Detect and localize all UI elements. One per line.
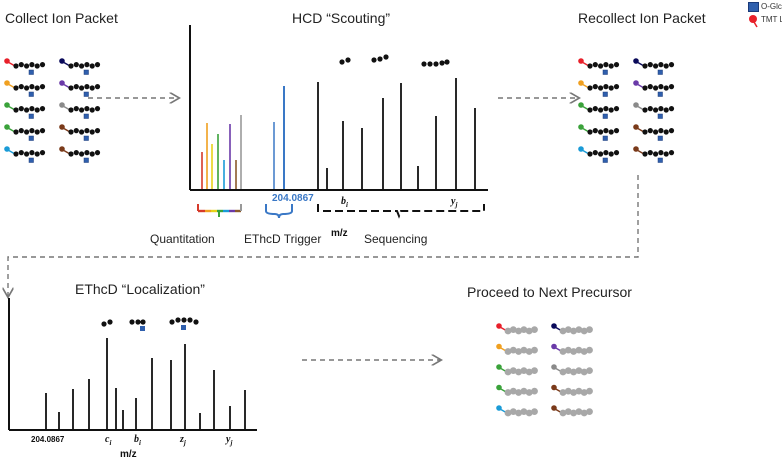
- hcd-spectrum: [189, 25, 488, 219]
- peptide-glyph: [4, 124, 46, 141]
- recollect-ion-packet-title: Recollect Ion Packet: [578, 10, 706, 26]
- peptide-glyph: [578, 58, 620, 75]
- peptide-glyph: [551, 323, 593, 335]
- ethcd-z-label: zj: [180, 434, 186, 447]
- peptide-glyph: [551, 405, 593, 417]
- peptide-glyph: [59, 58, 101, 75]
- ethcd-peaks: [45, 338, 246, 429]
- ethcd-b-label: bi: [134, 434, 141, 447]
- peptide-glyph: [633, 80, 675, 97]
- hcd-b-label: bi: [341, 196, 348, 209]
- proceed-next-precursor-title: Proceed to Next Precursor: [467, 284, 632, 300]
- ethcd-localization-title: EThcD “Localization”: [75, 281, 205, 297]
- recollect-ion-packet-glyphs: [578, 58, 675, 163]
- peptide-glyph: [59, 124, 101, 141]
- peptide-glyph: [551, 343, 593, 355]
- ethcd-fragment-glyph-1: [101, 319, 113, 327]
- ethcd-trigger-value: 204.0867: [31, 435, 65, 444]
- hcd-trigger-value: 204.0867: [272, 193, 314, 204]
- tmt-legend-label: TMT Label: [761, 15, 782, 24]
- peptide-glyph: [59, 146, 101, 163]
- peptide-glyph: [633, 146, 675, 163]
- ethcd-fragment-glyph-3: [169, 317, 199, 330]
- peptide-glyph: [4, 146, 46, 163]
- hcd-fragment-glyph-1: [339, 57, 351, 65]
- peptide-glyph: [59, 102, 101, 119]
- collect-ion-packet-glyphs: [4, 58, 101, 163]
- hcd-fragment-glyph-3: [421, 59, 450, 67]
- peptide-glyph: [4, 102, 46, 119]
- proceed-ion-packet-glyphs: [496, 323, 593, 417]
- quantitation-bracket: [197, 204, 242, 217]
- peptide-glyph: [496, 405, 538, 417]
- ethcd-c-label: ci: [105, 434, 112, 447]
- peptide-glyph: [578, 102, 620, 119]
- peptide-glyph: [4, 80, 46, 97]
- peptide-glyph: [633, 58, 675, 75]
- ethcd-fragment-glyph-2: [129, 319, 146, 331]
- peptide-glyph: [496, 323, 538, 335]
- trigger-bracket: [265, 204, 293, 219]
- hcd-xlabel: m/z: [331, 228, 348, 239]
- peptide-glyph: [496, 343, 538, 355]
- tmt-legend-icon: [749, 15, 758, 28]
- ethcd-trigger-label: EThcD Trigger: [244, 232, 322, 246]
- peptide-glyph: [551, 364, 593, 376]
- peptide-glyph: [496, 384, 538, 396]
- hcd-reporter-peaks: [201, 115, 242, 189]
- peptide-glyph: [633, 102, 675, 119]
- peptide-glyph: [633, 124, 675, 141]
- arrow-recollect-to-ethcd: [8, 175, 639, 296]
- quantitation-label: Quantitation: [150, 232, 215, 246]
- glcnac-legend-icon: [748, 2, 759, 12]
- peptide-glyph: [551, 384, 593, 396]
- peptide-glyph: [59, 80, 101, 97]
- hcd-fragment-glyph-2: [371, 54, 389, 63]
- hcd-sequence-peaks: [317, 78, 476, 189]
- peptide-glyph: [4, 58, 46, 75]
- glcnac-legend-label: O-GlcNAc: [761, 2, 782, 11]
- ethcd-spectrum: [8, 298, 257, 431]
- sequencing-label: Sequencing: [364, 232, 428, 246]
- peptide-glyph: [496, 364, 538, 376]
- peptide-glyph: [578, 146, 620, 163]
- ethcd-xlabel: m/z: [120, 449, 137, 460]
- peptide-glyph: [578, 80, 620, 97]
- collect-ion-packet-title: Collect Ion Packet: [5, 10, 118, 26]
- peptide-glyph: [578, 124, 620, 141]
- hcd-y-label: yj: [451, 196, 458, 209]
- sequencing-bracket: [317, 204, 485, 219]
- hcd-scouting-title: HCD “Scouting”: [292, 10, 391, 26]
- ethcd-y-label: yj: [226, 434, 233, 447]
